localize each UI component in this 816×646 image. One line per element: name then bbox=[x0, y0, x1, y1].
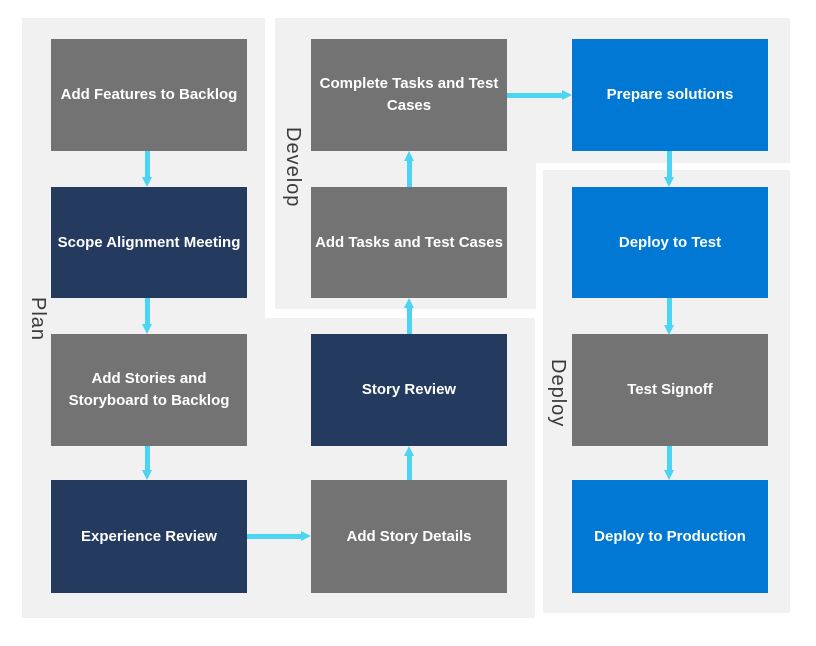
arrow-deploy-to-test-to-test-signoff-shaft bbox=[666, 298, 672, 326]
arrow-test-signoff-to-deploy-to-production-shaft bbox=[666, 446, 672, 471]
arrow-deploy-to-test-to-test-signoff-head bbox=[663, 325, 674, 335]
plan-panel-label: Plan bbox=[27, 297, 49, 342]
arrow-story-review-to-add-tasks-shaft bbox=[406, 307, 412, 334]
arrow-complete-tasks-to-prepare-solutions-shaft bbox=[507, 92, 563, 98]
box-add-story-details: Add Story Details bbox=[311, 480, 507, 593]
arrow-scope-alignment-to-add-stories-head bbox=[141, 324, 152, 334]
arrow-add-features-to-scope-alignment-head bbox=[141, 177, 152, 187]
arrow-prepare-solutions-to-deploy-to-test-head bbox=[663, 177, 674, 187]
arrow-add-story-details-to-story-review-shaft bbox=[406, 455, 412, 480]
box-complete-tasks-and-test-cases: Complete Tasks and Test Cases bbox=[311, 39, 507, 151]
box-deploy-to-test: Deploy to Test bbox=[572, 187, 768, 298]
arrow-story-review-to-add-tasks-head bbox=[403, 298, 414, 308]
box-add-tasks-and-test-cases: Add Tasks and Test Cases bbox=[311, 187, 507, 298]
box-add-features-to-backlog: Add Features to Backlog bbox=[51, 39, 247, 151]
box-add-stories-and-storyboard-to-backlog: Add Stories and Storyboard to Backlog bbox=[51, 334, 247, 446]
box-prepare-solutions: Prepare solutions bbox=[572, 39, 768, 151]
deploy-panel-label: Deploy bbox=[547, 359, 569, 428]
arrow-add-tasks-to-complete-tasks-shaft bbox=[406, 160, 412, 187]
box-experience-review: Experience Review bbox=[51, 480, 247, 593]
arrow-experience-review-to-add-story-details-shaft bbox=[247, 533, 302, 539]
arrow-prepare-solutions-to-deploy-to-test-shaft bbox=[666, 151, 672, 178]
arrow-complete-tasks-to-prepare-solutions-head bbox=[562, 89, 572, 100]
arrow-add-tasks-to-complete-tasks-head bbox=[403, 151, 414, 161]
arrow-add-story-details-to-story-review-head bbox=[403, 446, 414, 456]
arrow-test-signoff-to-deploy-to-production-head bbox=[663, 470, 674, 480]
arrow-add-stories-to-experience-review-shaft bbox=[144, 446, 150, 471]
box-deploy-to-production: Deploy to Production bbox=[572, 480, 768, 593]
box-test-signoff: Test Signoff bbox=[572, 334, 768, 446]
arrow-scope-alignment-to-add-stories-shaft bbox=[144, 298, 150, 325]
arrow-add-stories-to-experience-review-head bbox=[141, 470, 152, 480]
box-story-review: Story Review bbox=[311, 334, 507, 446]
box-scope-alignment-meeting: Scope Alignment Meeting bbox=[51, 187, 247, 298]
arrow-experience-review-to-add-story-details-head bbox=[301, 530, 311, 541]
develop-panel-label: Develop bbox=[282, 127, 304, 208]
arrow-add-features-to-scope-alignment-shaft bbox=[144, 151, 150, 178]
